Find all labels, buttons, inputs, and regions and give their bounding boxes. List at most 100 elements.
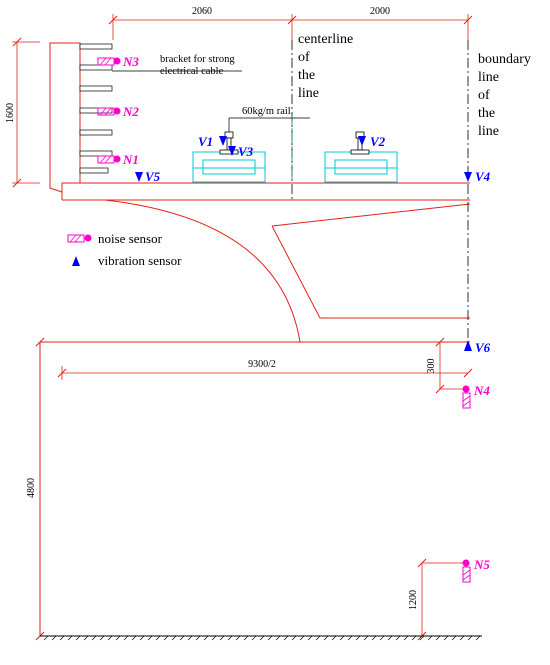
ground-hatch-tick [379,635,385,641]
ground-hatch-tick [323,635,329,641]
ground-hatch-tick [155,635,161,641]
ground-hatch-tick [51,635,57,641]
ground-hatch-tick [363,635,369,641]
ground-hatch-tick [419,635,425,641]
ground-hatch-tick [195,635,201,641]
vibration-sensor-v4 [464,172,472,182]
ground-hatch-tick [211,635,217,641]
legend-vibration-label: vibration sensor [98,253,182,268]
rail-label: 60kg/m rail [242,106,291,117]
ground-hatch-tick [355,635,361,641]
ground-hatch-tick [67,635,73,641]
boundary-label-1: boundary [478,52,531,67]
ground-hatch-tick [59,635,65,641]
noise-sensor-n2 [97,107,121,116]
ground-hatch-tick [395,635,401,641]
ground-hatch-tick [443,635,449,641]
boundary-label-3: of [478,88,490,103]
ground-hatch-tick [387,635,393,641]
ground-height-dimension [35,337,45,641]
dim-sensor-height: 1200 [408,590,419,610]
ground-hatch-tick [371,635,377,641]
label-n5: N5 [473,557,490,572]
centerline-label-4: line [298,86,319,101]
boundary-label-4: the [478,106,495,121]
dim-left-span: 2060 [192,6,212,17]
cable-brackets [79,43,113,174]
ground-hatch-tick [107,635,113,641]
ground-hatch-tick [451,635,457,641]
legend-noise-label: noise sensor [98,231,163,246]
ground-hatch-tick [275,635,281,641]
ground-hatch-tick [283,635,289,641]
sensor-height-dimension [417,558,464,641]
label-v4: V4 [475,169,491,184]
vibration-sensor-v2 [358,136,366,146]
ground-hatch-tick [235,635,241,641]
ground-hatch-tick [203,635,209,641]
label-v3: V3 [238,144,254,159]
half-width-dimension [57,366,473,380]
label-v1: V1 [198,134,213,149]
height-dimension [12,37,40,188]
ground-hatch-tick [43,635,49,641]
noise-sensor-n4 [462,385,471,409]
ground-hatch-tick [123,635,129,641]
ground-hatch-tick [299,635,305,641]
ground-hatch-tick [331,635,337,641]
ground-hatch-tick [427,635,433,641]
legend-vibration-symbol [72,256,80,266]
ground-hatch-tick [315,635,321,641]
centerline-label-3: the [298,68,315,83]
ground-hatch-tick [115,635,121,641]
ground-hatch-tick [259,635,265,641]
ground-hatch-tick [459,635,465,641]
vibration-sensor-v3 [228,146,236,156]
centerline-label-1: centerline [298,32,353,47]
label-v2: V2 [370,134,386,149]
ground-hatch-tick [291,635,297,641]
label-n1: N1 [122,152,139,167]
ground-hatch-tick [243,635,249,641]
ground-hatch-tick [227,635,233,641]
offset-dimension [435,337,466,394]
ground-hatch-tick [163,635,169,641]
boundary-label-5: line [478,124,499,139]
ground-hatch-tick [139,635,145,641]
ground-hatch-tick [467,635,473,641]
ground-hatch-tick [435,635,441,641]
top-dimension [108,14,473,40]
vibration-sensor-v6 [464,340,472,351]
ground-hatch-tick [411,635,417,641]
ground-hatch-tick [179,635,185,641]
noise-sensor-n3 [97,57,121,66]
ground-hatch-tick [147,635,153,641]
track-right [324,151,398,183]
ground-hatch-tick [99,635,105,641]
ground-hatching [43,635,481,641]
label-v5: V5 [145,169,161,184]
ground-hatch-tick [187,635,193,641]
label-v6: V6 [475,340,491,355]
ground-hatch-tick [267,635,273,641]
centerline-label-2: of [298,50,310,65]
ground-hatch-tick [347,635,353,641]
ground-hatch-tick [171,635,177,641]
label-n4: N4 [473,383,490,398]
vibration-sensor-v1 [219,136,227,146]
ground-hatch-tick [83,635,89,641]
dim-height: 1600 [5,103,16,123]
noise-sensor-n1 [97,155,121,164]
label-n2: N2 [122,104,139,119]
ground-hatch-tick [475,635,481,641]
vibration-sensor-v5 [135,172,143,182]
ground-hatch-tick [251,635,257,641]
ground-hatch-tick [131,635,137,641]
legend-noise-symbol [67,234,92,243]
dim-half-width: 9300/2 [248,359,276,370]
ground-hatch-tick [91,635,97,641]
boundary-label-2: line [478,70,499,85]
dim-right-span: 2000 [370,6,390,17]
